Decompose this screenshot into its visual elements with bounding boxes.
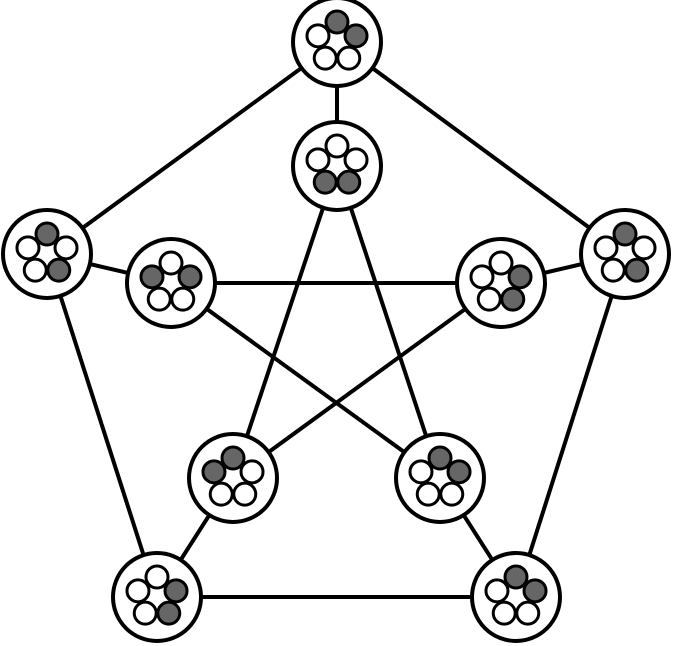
- empty-slot: [469, 264, 495, 290]
- empty-slot: [476, 286, 502, 312]
- empty-slot: [144, 564, 170, 590]
- filled-slot: [46, 257, 72, 283]
- empty-slot: [408, 459, 434, 485]
- filled-slot: [503, 564, 529, 590]
- filled-slot: [427, 445, 453, 471]
- edge-outer-5-outer-1: [45, 40, 339, 256]
- node-inner-5: [125, 237, 217, 329]
- empty-slot: [324, 133, 350, 159]
- empty-slot: [22, 257, 48, 283]
- empty-slot: [158, 250, 184, 276]
- node-inner-3: [394, 432, 486, 524]
- empty-slot: [336, 45, 362, 71]
- edge-outer-4-outer-5: [45, 252, 159, 599]
- empty-slot: [312, 45, 338, 71]
- empty-slot: [515, 600, 541, 626]
- empty-slot: [239, 459, 265, 485]
- empty-slot: [15, 235, 41, 261]
- edge-inner-4-inner-1: [231, 164, 339, 480]
- edge-inner-2-inner-4: [231, 281, 503, 480]
- empty-slot: [170, 286, 196, 312]
- edge-outer-2-outer-3: [514, 252, 627, 599]
- node-inner-1: [291, 120, 383, 212]
- empty-slot: [631, 235, 657, 261]
- empty-slot: [305, 23, 331, 49]
- node-inner-4: [187, 432, 279, 524]
- filled-slot: [201, 459, 227, 485]
- node-outer-4: [111, 551, 203, 643]
- empty-slot: [53, 235, 79, 261]
- node-inner-2: [455, 237, 547, 329]
- empty-slot: [439, 481, 465, 507]
- node-outer-1: [291, 0, 383, 88]
- empty-slot: [132, 600, 158, 626]
- filled-slot: [507, 264, 533, 290]
- filled-slot: [156, 600, 182, 626]
- filled-slot: [336, 169, 362, 195]
- filled-slot: [612, 221, 638, 247]
- filled-slot: [163, 578, 189, 604]
- filled-slot: [34, 221, 60, 247]
- filled-slot: [324, 9, 350, 35]
- node-outer-5: [1, 208, 93, 300]
- empty-slot: [484, 578, 510, 604]
- node-outer-2: [579, 208, 671, 300]
- empty-slot: [415, 481, 441, 507]
- empty-slot: [488, 250, 514, 276]
- filled-slot: [446, 459, 472, 485]
- empty-slot: [146, 286, 172, 312]
- edge-inner-1-inner-3: [335, 164, 442, 480]
- filled-slot: [624, 257, 650, 283]
- empty-slot: [600, 257, 626, 283]
- filled-slot: [139, 264, 165, 290]
- empty-slot: [593, 235, 619, 261]
- empty-slot: [232, 481, 258, 507]
- filled-slot: [312, 169, 338, 195]
- node-outer-3: [470, 551, 562, 643]
- filled-slot: [343, 23, 369, 49]
- empty-slot: [305, 147, 331, 173]
- empty-slot: [491, 600, 517, 626]
- empty-slot: [343, 147, 369, 173]
- filled-slot: [500, 286, 526, 312]
- filled-slot: [220, 445, 246, 471]
- empty-slot: [208, 481, 234, 507]
- edge-inner-3-inner-5: [169, 281, 442, 480]
- empty-slot: [125, 578, 151, 604]
- edge-outer-1-outer-2: [335, 40, 627, 256]
- filled-slot: [177, 264, 203, 290]
- filled-slot: [522, 578, 548, 604]
